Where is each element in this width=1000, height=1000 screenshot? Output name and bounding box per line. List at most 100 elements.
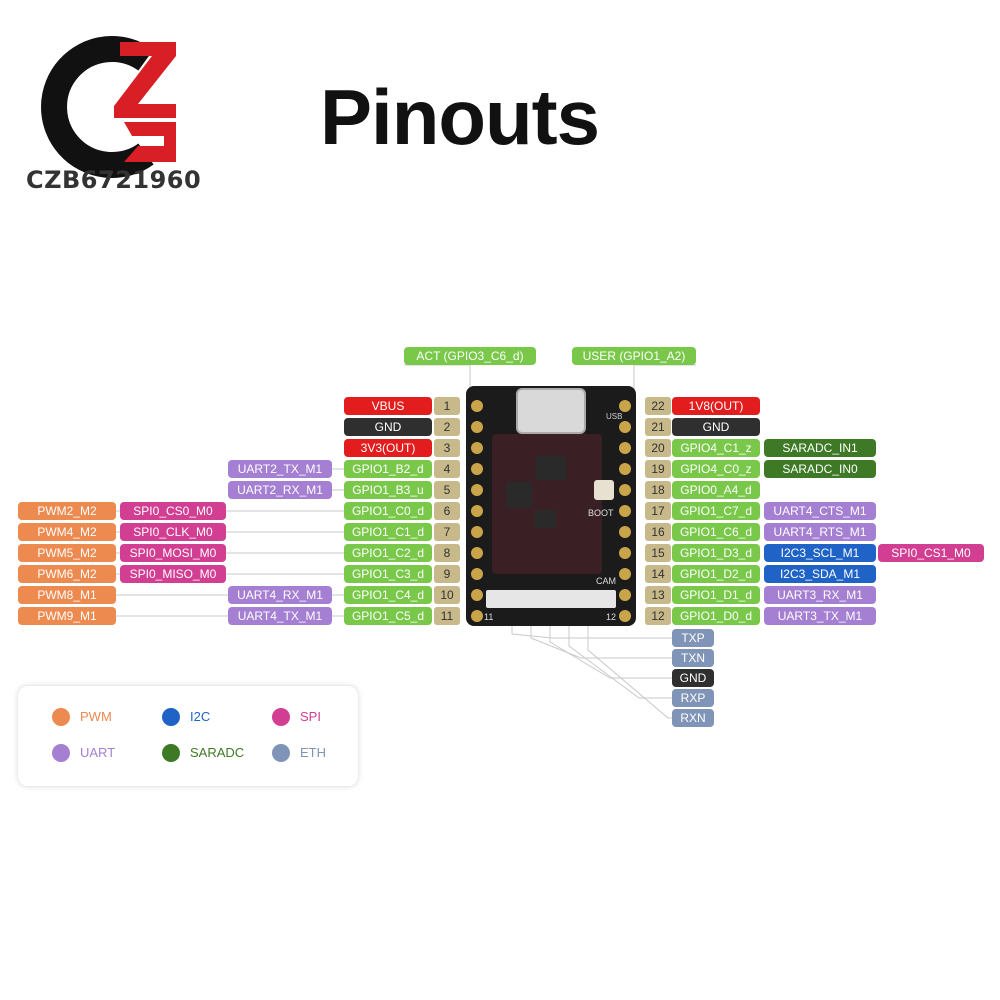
act-led-label: ACT (GPIO3_C6_d) [404,347,536,365]
pin-label: GPIO1_B2_d [344,460,432,478]
pin-number: 7 [434,523,460,541]
pin-label: GND [672,418,760,436]
uart-function-label: UART4_CTS_M1 [764,502,876,520]
legend-label: SPI [300,709,321,724]
spi-function-label: SPI0_MOSI_M0 [120,544,226,562]
board-pad [471,610,483,622]
board-pad [471,484,483,496]
legend-swatch [52,708,70,726]
pin-number: 11 [434,607,460,625]
board-pad [619,505,631,517]
pin-label: GPIO1_C4_d [344,586,432,604]
legend-swatch [162,708,180,726]
brand-logo-text: CZB6721960 [26,166,202,194]
pin-number: 14 [645,565,671,583]
pin-label: GPIO0_A4_d [672,481,760,499]
pin-label: GPIO1_D3_d [672,544,760,562]
uart-function-label: UART4_RX_M1 [228,586,332,604]
user-led-label: USER (GPIO1_A2) [572,347,696,365]
pwm-function-label: PWM9_M1 [18,607,116,625]
pin-number: 19 [645,460,671,478]
pin-number: 15 [645,544,671,562]
pin-label: GPIO1_C0_d [344,502,432,520]
pin-label: GPIO1_C6_d [672,523,760,541]
spi-function-label: SPI0_MISO_M0 [120,565,226,583]
pin-number: 13 [645,586,671,604]
saradc-function-label: SARADC_IN0 [764,460,876,478]
pin-number: 18 [645,481,671,499]
pwm-function-label: PWM5_M2 [18,544,116,562]
pwm-function-label: PWM4_M2 [18,523,116,541]
legend-label: UART [80,745,116,760]
legend-swatch [52,744,70,762]
board-pad [619,589,631,601]
legend-swatch [272,744,290,762]
pin-number: 2 [434,418,460,436]
legend-label: I2C [190,709,211,724]
pin-label: 1V8(OUT) [672,397,760,415]
board-pad [471,526,483,538]
uart-function-label: UART3_TX_M1 [764,607,876,625]
i2c-function-label: I2C3_SCL_M1 [764,544,876,562]
pin-number: 10 [434,586,460,604]
uart-function-label: UART2_RX_M1 [228,481,332,499]
eth-pin-label: TXN [672,649,714,667]
pin-number: 5 [434,481,460,499]
pin-label: GPIO1_B3_u [344,481,432,499]
board-pad [471,589,483,601]
board-pad [619,484,631,496]
eth-pin-label: GND [672,669,714,687]
pin-label: GPIO1_C3_d [344,565,432,583]
board-pad [619,547,631,559]
boot-button [594,480,614,500]
board-pad [471,442,483,454]
legend-label: PWM [80,709,112,724]
uart-function-label: UART4_RTS_M1 [764,523,876,541]
board-image: BOOT CAM USB 11 12 [466,386,636,626]
pin-number: 20 [645,439,671,457]
connector-line [568,626,672,699]
pin-number: 4 [434,460,460,478]
board-pad [619,610,631,622]
spi-function-label: SPI0_CS0_M0 [120,502,226,520]
pin-label: GPIO1_D0_d [672,607,760,625]
uart-function-label: UART4_TX_M1 [228,607,332,625]
pin-label: GPIO4_C1_z [672,439,760,457]
legend-label: SARADC [190,745,245,760]
pin-label: GPIO1_D2_d [672,565,760,583]
spi-function-label: SPI0_CS1_M0 [878,544,984,562]
spi-function-label: SPI0_CLK_M0 [120,523,226,541]
pin-label: GPIO1_D1_d [672,586,760,604]
pin-label: 3V3(OUT) [344,439,432,457]
pin-number: 6 [434,502,460,520]
board-pad [471,421,483,433]
pin-label: GPIO1_C7_d [672,502,760,520]
connector-line [587,626,672,719]
board-pad [619,421,631,433]
board-pad [619,526,631,538]
camera-connector [486,590,616,608]
legend-swatch [162,744,180,762]
brand-logo-icon [41,36,176,178]
saradc-function-label: SARADC_IN1 [764,439,876,457]
legend-label: ETH [300,745,326,760]
pin-number: 9 [434,565,460,583]
i2c-function-label: I2C3_SDA_M1 [764,565,876,583]
boot-label: BOOT [588,508,614,518]
uart-function-label: UART3_RX_M1 [764,586,876,604]
pin-number: 3 [434,439,460,457]
eth-pin-label: RXP [672,689,714,707]
uart-function-label: UART2_TX_M1 [228,460,332,478]
pin-label: GPIO1_C5_d [344,607,432,625]
cam-label: CAM [596,576,616,586]
pin-label: GPIO1_C1_d [344,523,432,541]
pin12-label: 12 [606,612,617,622]
board-pad [471,400,483,412]
pwm-function-label: PWM6_M2 [18,565,116,583]
connector-line [511,626,672,639]
pin-number: 16 [645,523,671,541]
connector-line [530,626,672,659]
board-pad [619,463,631,475]
board-pad [619,568,631,580]
